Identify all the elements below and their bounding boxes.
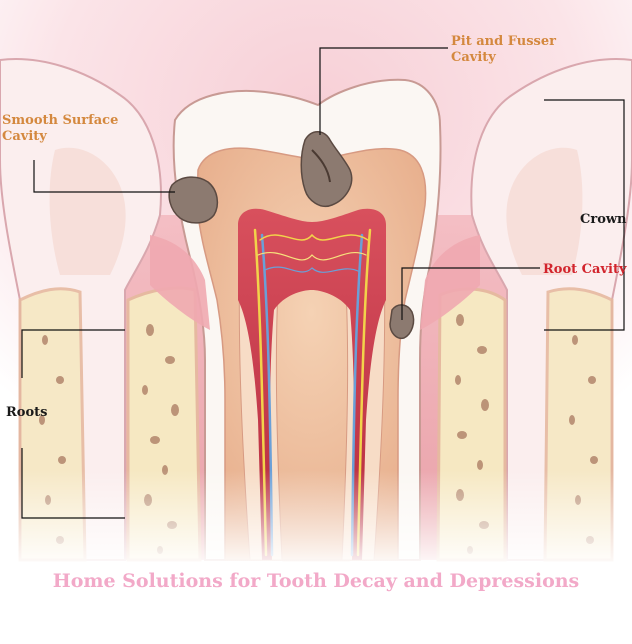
right-gum-overlay <box>420 235 480 330</box>
bottom-fade <box>0 470 632 570</box>
smooth-surface-cavity-label: Smooth Surface Cavity <box>2 113 119 144</box>
left-neighbor-dentin <box>49 147 126 275</box>
root-cavity-label: Root Cavity <box>543 262 627 277</box>
root-leader <box>401 267 540 320</box>
pit-and-fusser-cavity-label: Pit and Fusser Cavity <box>451 34 556 65</box>
smooth-leader <box>33 160 175 193</box>
leader-lines <box>21 47 625 519</box>
pulp-chamber <box>238 208 386 560</box>
crown-bracket <box>544 99 625 331</box>
left-gum-overlay <box>150 235 210 330</box>
roots-bracket <box>21 329 125 519</box>
roots-label: Roots <box>6 405 48 420</box>
root-cavity-lesion <box>389 304 415 340</box>
right-neighbor-dentin <box>506 147 583 275</box>
caption: Home Solutions for Tooth Decay and Depre… <box>52 570 580 592</box>
pit-leader <box>319 47 448 135</box>
smooth-surface-cavity <box>168 176 219 224</box>
crown-label: Crown <box>580 212 627 227</box>
